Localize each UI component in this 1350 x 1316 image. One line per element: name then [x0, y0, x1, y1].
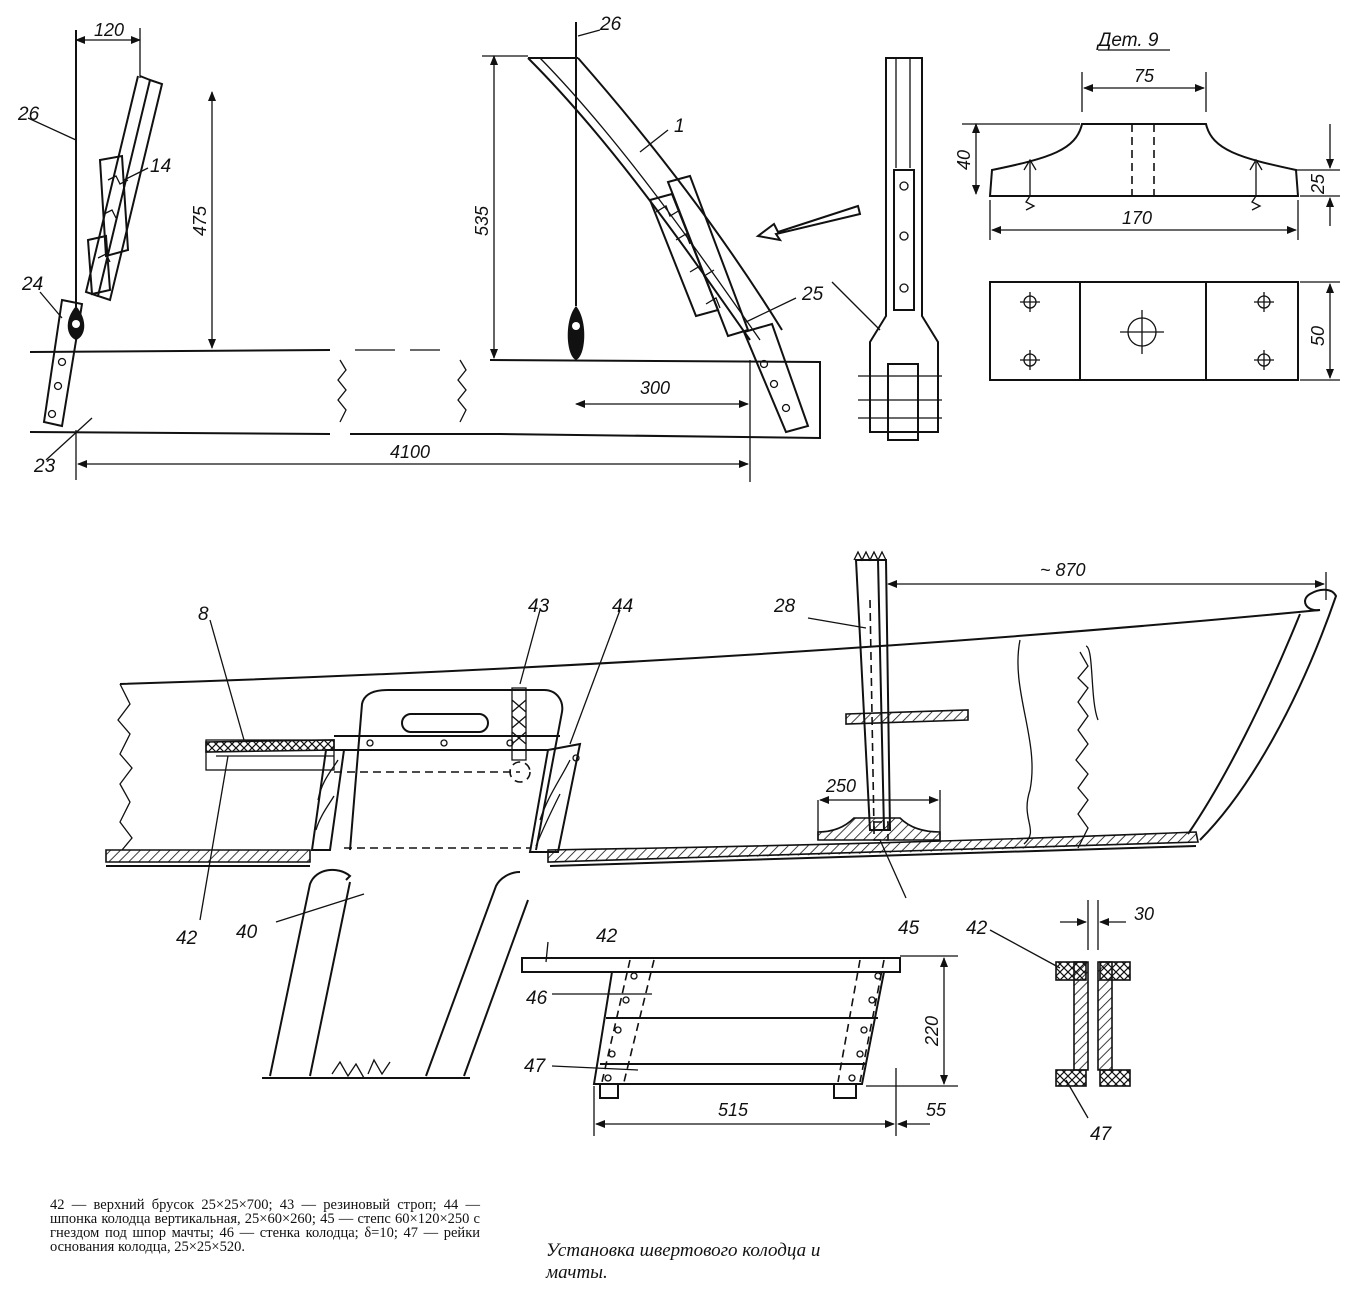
label-46: 46: [526, 988, 548, 1009]
dim-300: 300: [640, 378, 670, 398]
label-8: 8: [198, 604, 209, 625]
dim-475: 475: [190, 205, 210, 236]
hull-section: [105, 550, 1338, 1079]
label-47-section: 47: [1090, 1124, 1113, 1145]
label-1: 1: [674, 116, 685, 137]
case-cross-section: [989, 900, 1131, 1119]
detail-9: [962, 49, 1340, 381]
label-42-section: 42: [966, 918, 988, 939]
hinge-plate-view: [831, 57, 942, 441]
dim-50: 50: [1308, 326, 1328, 346]
label-44: 44: [612, 596, 633, 617]
dim-535: 535: [472, 205, 492, 236]
label-24: 24: [21, 274, 43, 295]
dim-30: 30: [1134, 904, 1154, 924]
label-28: 28: [773, 596, 796, 617]
mast-hinge-view-left: [27, 28, 500, 461]
dim-55: 55: [926, 1100, 947, 1120]
dim-170: 170: [1122, 208, 1152, 228]
dimension-labels: 120 475 535 300 4100 75 40 25 170 50 ~ 8…: [94, 20, 1328, 1120]
dim-515: 515: [718, 1100, 749, 1120]
detail-9-title: Дет. 9: [1096, 30, 1159, 51]
dim-75: 75: [1134, 66, 1155, 86]
label-40: 40: [236, 922, 258, 943]
label-26-right: 26: [599, 14, 622, 35]
label-43: 43: [528, 596, 550, 617]
dim-120: 120: [94, 20, 124, 40]
dim-250: 250: [825, 776, 856, 796]
label-45: 45: [898, 918, 920, 939]
label-26-left: 26: [17, 104, 40, 125]
mast-hinge-view-right: [75, 22, 862, 482]
label-23: 23: [33, 456, 56, 477]
case-wall-detail: [521, 941, 958, 1136]
dim-4100: 4100: [390, 442, 430, 462]
dim-220: 220: [922, 1016, 942, 1047]
dim-870: ~ 870: [1040, 560, 1086, 580]
step-bolt-holes: [1020, 292, 1274, 370]
parts-legend: 42 — верхний брусок 25×25×700; 43 — рези…: [50, 1197, 480, 1255]
dim-25: 25: [1308, 173, 1328, 195]
figure-caption: Установка швертового колодца и мачты.: [546, 1240, 821, 1283]
label-47-wall: 47: [524, 1056, 547, 1077]
label-42-wall: 42: [596, 926, 618, 947]
dim-40: 40: [954, 150, 974, 170]
label-14: 14: [150, 156, 171, 177]
label-25: 25: [801, 284, 824, 305]
part-labels: 26 14 24 23 26 1 25 28 8 43 44 42 40 45 …: [17, 14, 1159, 1145]
label-42-hull: 42: [176, 928, 198, 949]
